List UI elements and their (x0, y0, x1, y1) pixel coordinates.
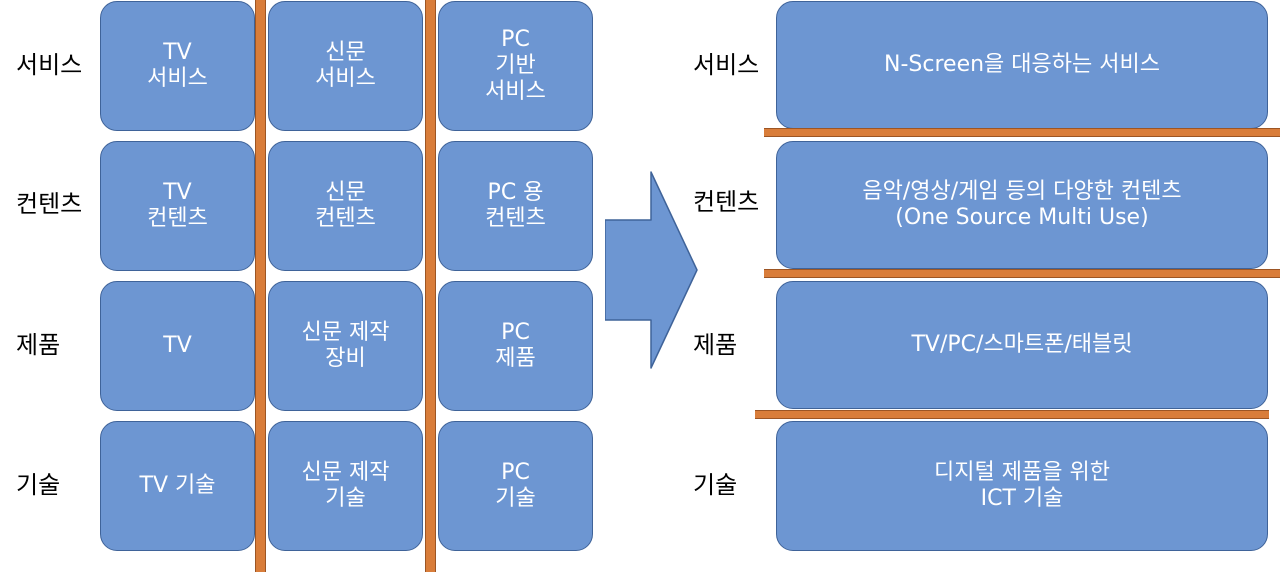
devices-product-box: TV/PC/스마트폰/태블릿 (776, 281, 1268, 409)
newspaper-product-box: 신문 제작 장비 (268, 281, 423, 411)
horizontal-divider-3 (755, 410, 1269, 419)
left-row-label-product: 제품 (16, 331, 61, 359)
pc-content-box: PC 용 컨텐츠 (438, 141, 593, 271)
newspaper-service-box: 신문 서비스 (268, 1, 423, 131)
right-row-label-service: 서비스 (693, 51, 760, 79)
left-row-label-service: 서비스 (16, 51, 83, 79)
tv-service-box: TV 서비스 (100, 1, 255, 131)
right-row-label-content: 컨텐츠 (693, 188, 760, 216)
horizontal-divider-2 (764, 269, 1280, 278)
multi-content-box: 음악/영상/게임 등의 다양한 컨텐츠 (One Source Multi Us… (776, 141, 1268, 269)
right-row-label-product: 제품 (693, 331, 738, 359)
pc-tech-box: PC 기술 (438, 421, 593, 551)
tv-content-box: TV 컨텐츠 (100, 141, 255, 271)
right-row-label-tech: 기술 (693, 471, 738, 499)
nscreen-service-box: N-Screen을 대응하는 서비스 (776, 1, 1268, 129)
newspaper-content-box: 신문 컨텐츠 (268, 141, 423, 271)
tv-product-box: TV (100, 281, 255, 411)
vertical-divider-2 (425, 0, 436, 572)
pc-service-box: PC 기반 서비스 (438, 1, 593, 131)
pc-product-box: PC 제품 (438, 281, 593, 411)
left-row-label-tech: 기술 (16, 471, 61, 499)
right-arrow-icon (605, 171, 698, 369)
newspaper-tech-box: 신문 제작 기술 (268, 421, 423, 551)
tv-tech-box: TV 기술 (100, 421, 255, 551)
ict-tech-box: 디지털 제품을 위한 ICT 기술 (776, 421, 1268, 551)
vertical-divider-1 (255, 0, 266, 572)
horizontal-divider-1 (764, 128, 1280, 137)
left-row-label-content: 컨텐츠 (16, 190, 83, 218)
